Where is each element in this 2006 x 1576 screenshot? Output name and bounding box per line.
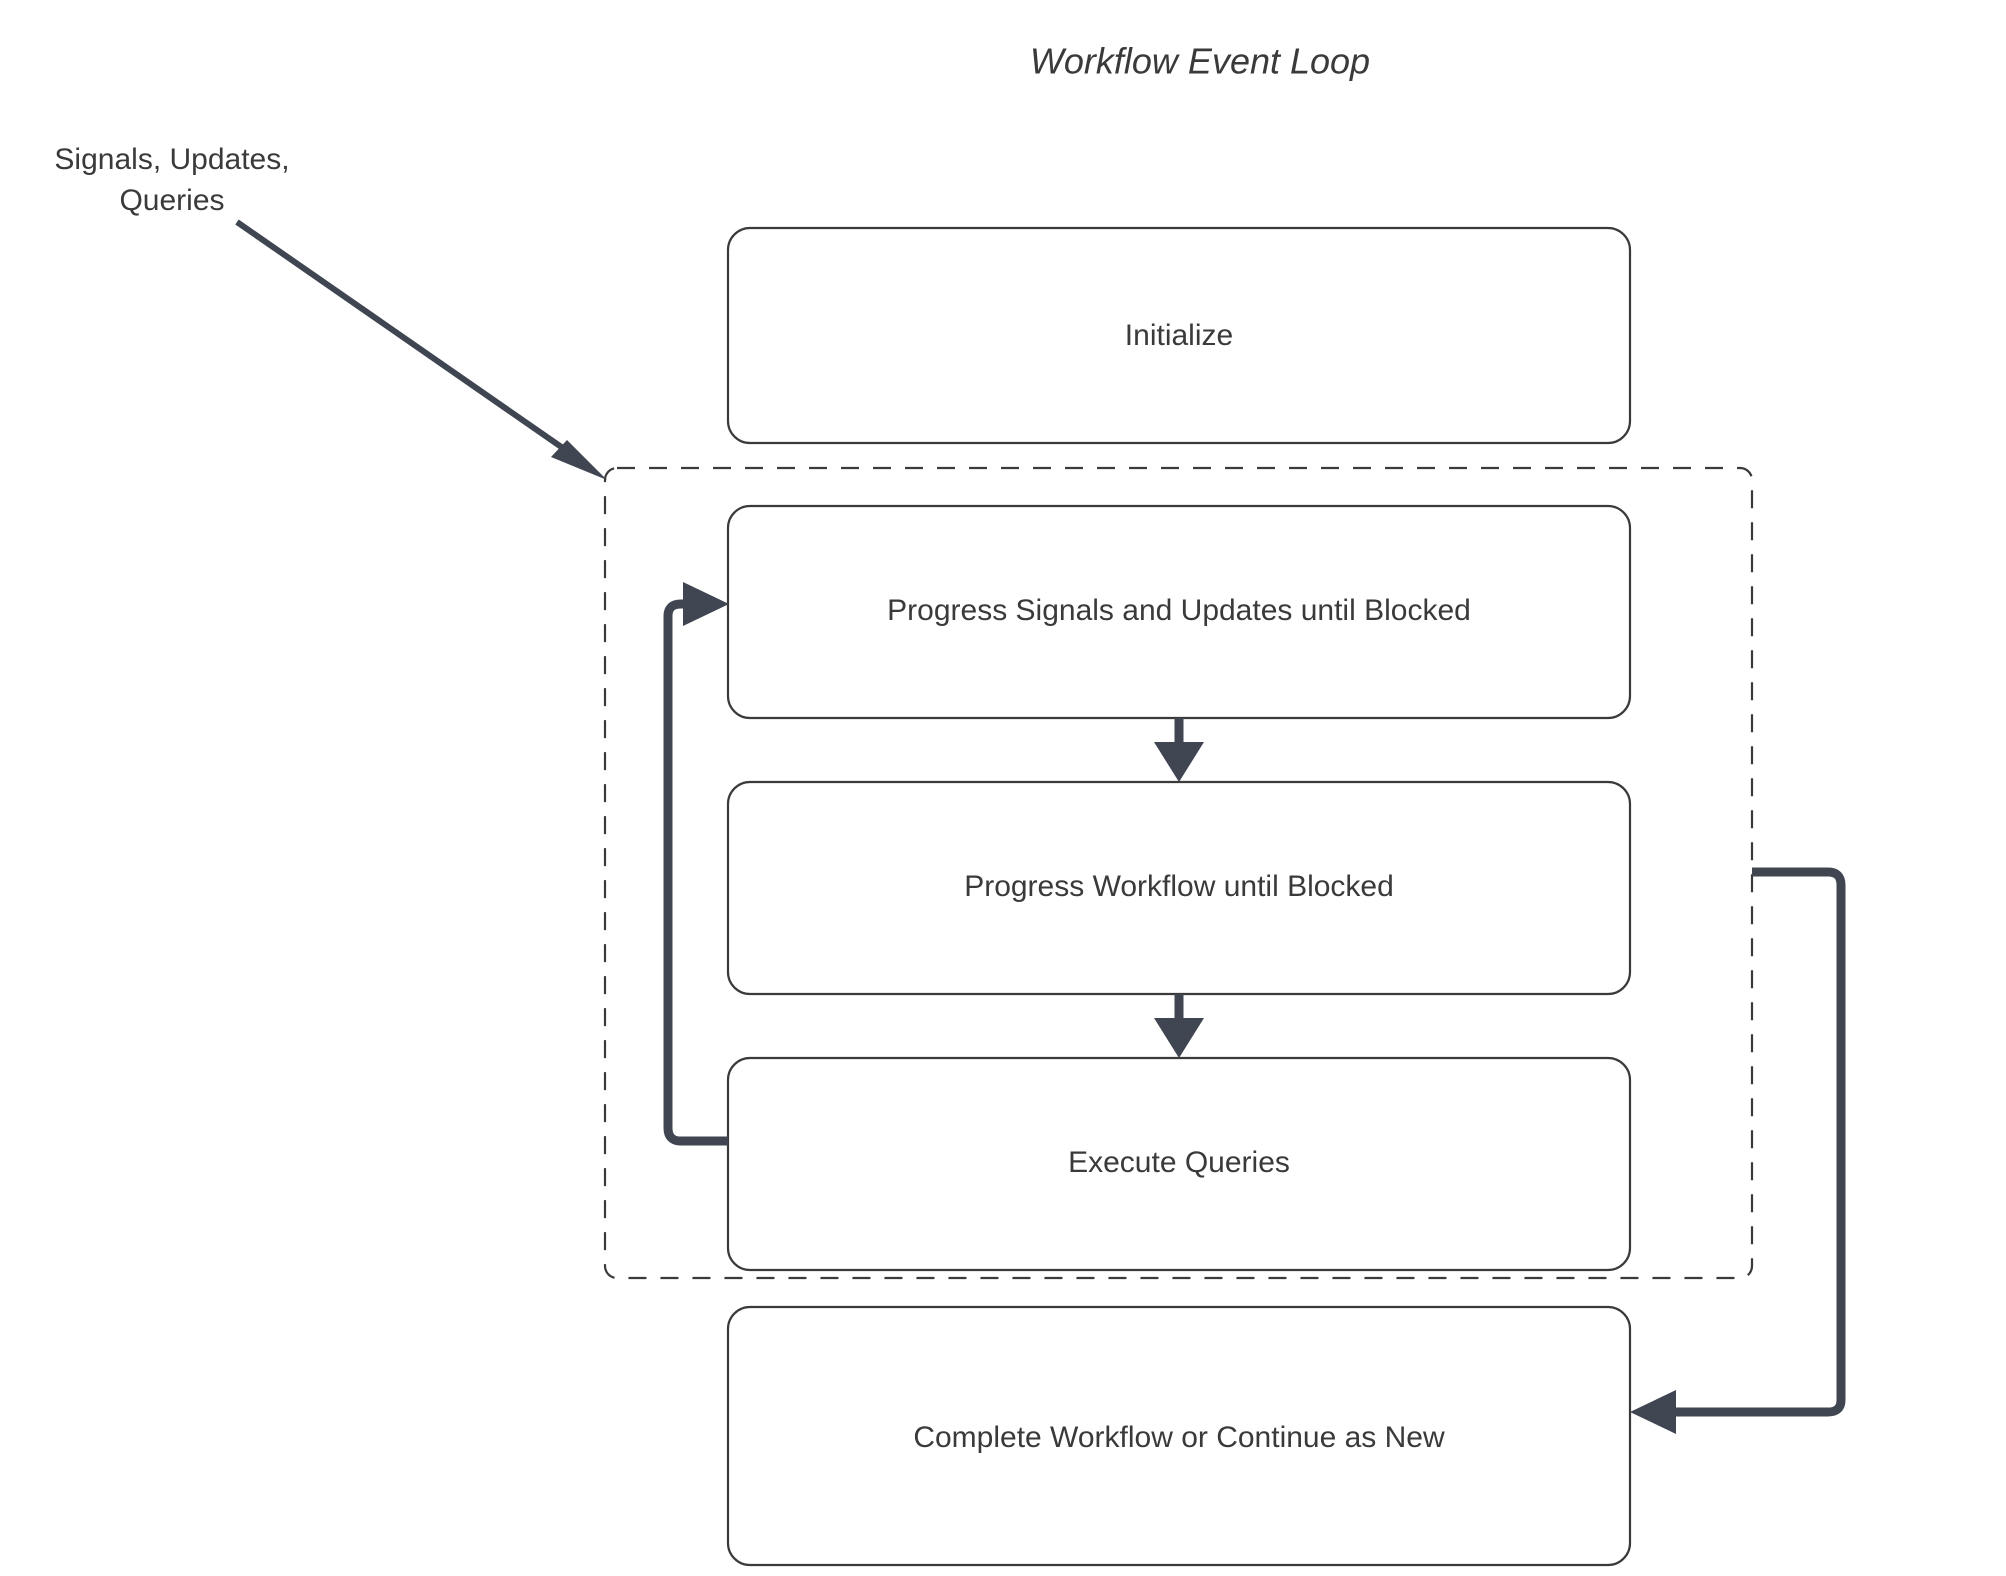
edge-external-input-arrowhead xyxy=(551,440,607,480)
edge-label-external-input-line1: Signals, Updates, xyxy=(54,143,289,176)
node-progress-workflow-label: Progress Workflow until Blocked xyxy=(964,870,1394,903)
edge-loopback-right xyxy=(1630,867,1846,1434)
node-initialize-label: Initialize xyxy=(1125,319,1233,352)
edge-workflow-to-queries xyxy=(1154,994,1204,1058)
edge-loopback-right-arrowhead xyxy=(1630,1390,1676,1434)
edge-loopback-left xyxy=(663,582,729,1146)
edge-signals-to-workflow-arrowhead xyxy=(1154,742,1204,782)
node-execute-queries-label: Execute Queries xyxy=(1068,1146,1290,1179)
diagram-title: Workflow Event Loop xyxy=(1030,41,1370,82)
edge-label-external-input-line2: Queries xyxy=(119,184,224,217)
node-complete-workflow[interactable] xyxy=(726,1305,1632,1567)
edge-loopback-left-arrowhead xyxy=(683,582,729,626)
node-complete-workflow-label: Complete Workflow or Continue as New xyxy=(913,1421,1445,1454)
edge-workflow-to-queries-arrowhead xyxy=(1154,1018,1204,1058)
edge-signals-to-workflow xyxy=(1154,718,1204,782)
node-initialize[interactable] xyxy=(726,226,1632,445)
edge-external-input xyxy=(235,219,607,480)
event-loop-group-boundary xyxy=(603,466,1754,1280)
node-progress-signals-label: Progress Signals and Updates until Block… xyxy=(887,594,1471,627)
